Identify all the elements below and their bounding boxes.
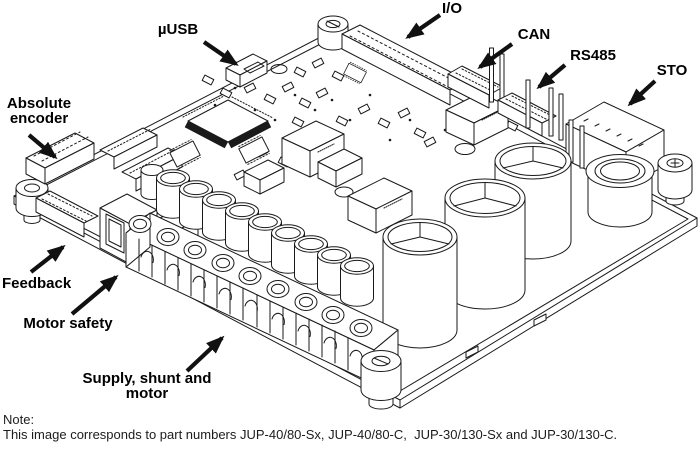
transformer-box	[347, 177, 413, 234]
callout-label-supply: Supply, shunt and motor	[82, 370, 212, 402]
callout-arrow-rs485	[536, 63, 567, 90]
callout-label-sto: STO	[656, 62, 688, 79]
io-connector	[341, 24, 469, 106]
rs485-connector	[497, 79, 564, 141]
soic-chip	[342, 61, 368, 85]
callout-arrow-can	[477, 42, 514, 69]
callout-label-motor-safety: Motor safety	[23, 315, 113, 332]
callout-arrow-io	[405, 13, 442, 39]
callout-label-feedback: Feedback	[2, 275, 72, 292]
callout-arrow-motor-safety	[70, 274, 119, 316]
transformer-box	[317, 148, 363, 188]
feedback-connector	[35, 190, 99, 238]
callout-arrow-sto	[627, 79, 657, 107]
header-connector	[99, 127, 158, 170]
capacitor-large	[382, 218, 458, 349]
callout-label-rs485: RS485	[570, 47, 616, 64]
transformer-box	[243, 159, 285, 195]
capacitor-large	[444, 178, 526, 310]
crimped-capacitor	[585, 154, 655, 228]
callout-arrow-usb	[202, 40, 239, 66]
callout-label-absolute-encoder: Absolute encoder	[6, 95, 72, 127]
callout-arrow-absolute-encoder	[27, 133, 58, 160]
note-heading: Note:	[3, 412, 35, 427]
mcu-chip	[182, 95, 274, 149]
callout-arrow-feedback	[29, 244, 66, 274]
terminal-screw-wells	[128, 215, 373, 337]
callout-label-io: I/O	[441, 0, 462, 17]
can-connector	[447, 47, 505, 109]
mounting-standoff-left	[15, 179, 49, 224]
note-block: Note: This image corresponds to part num…	[3, 412, 697, 442]
note-body: This image corresponds to part numbers J…	[3, 426, 618, 442]
callout-arrow-supply	[185, 335, 225, 373]
micro-usb-connector	[225, 53, 268, 88]
edge-tabs	[465, 313, 547, 359]
capacitor-row	[140, 164, 374, 307]
mounting-standoff-top	[317, 15, 349, 51]
callout-label-can: CAN	[517, 26, 551, 43]
mounting-standoff-bottom	[360, 350, 402, 410]
absolute-encoder-connector	[25, 131, 95, 185]
board-hole	[270, 64, 476, 198]
mounting-standoff-right	[657, 153, 693, 206]
callout-label-usb: µUSB	[157, 21, 199, 38]
terminal-block	[125, 212, 399, 385]
